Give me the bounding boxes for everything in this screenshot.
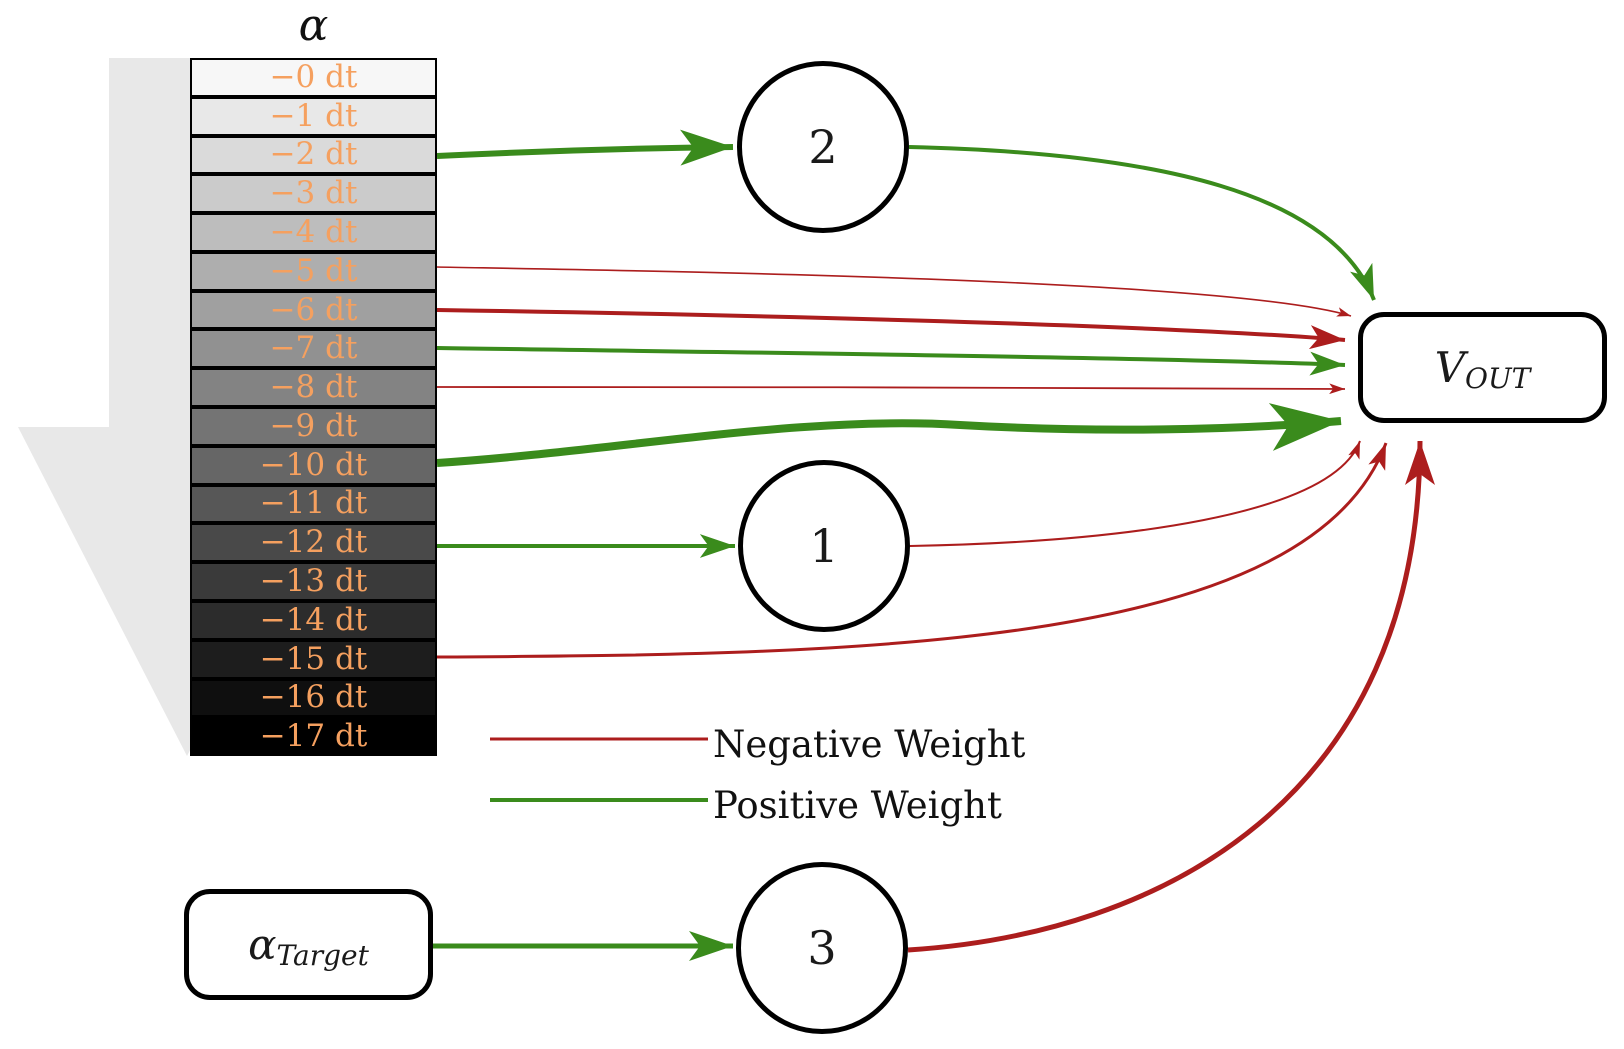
edge-−10-dt-to-V_OUT xyxy=(436,403,1342,467)
stack-row: −9 dt xyxy=(190,407,437,446)
edge-node-3-to-V_OUT xyxy=(907,440,1435,953)
edge-−7-dt-to-V_OUT xyxy=(436,346,1346,376)
stack-row: −7 dt xyxy=(190,329,437,369)
stack-row: −1 dt xyxy=(190,96,437,136)
stack-row: −3 dt xyxy=(190,174,437,214)
node-1: 1 xyxy=(738,460,910,632)
node-2: 2 xyxy=(737,61,909,233)
alpha-target-node: α Target xyxy=(184,889,433,1000)
stack-row: −6 dt xyxy=(190,290,437,330)
stack-title-alpha: α xyxy=(298,0,329,51)
edge-−2-dt-to-node-2 xyxy=(436,129,734,166)
stack-row-label: −4 dt xyxy=(269,214,358,251)
alpha-target-label-sub: Target xyxy=(276,938,369,972)
stack-row-label: −10 dt xyxy=(259,446,368,483)
edge-−6-dt-to-V_OUT xyxy=(436,308,1346,350)
stack-row-label: −11 dt xyxy=(259,485,368,522)
vout-label-sub: OUT xyxy=(1465,361,1531,395)
vout-node: V OUT xyxy=(1358,312,1607,423)
node-3: 3 xyxy=(736,862,908,1034)
delay-stack: −0 dt−1 dt−2 dt−3 dt−4 dt−5 dt−6 dt−7 dt… xyxy=(190,58,437,757)
stack-row-label: −6 dt xyxy=(269,291,358,328)
stack-row: −10 dt xyxy=(190,445,437,485)
stack-row: −12 dt xyxy=(190,523,437,563)
stack-row: −5 dt xyxy=(190,251,437,291)
edge-node-1-to-V_OUT xyxy=(909,440,1361,547)
stack-row-label: −3 dt xyxy=(269,175,358,212)
stack-row-label: −7 dt xyxy=(269,330,358,367)
stack-row-label: −2 dt xyxy=(269,136,358,173)
vout-label-main: V xyxy=(1434,342,1466,392)
edge-−5-dt-to-V_OUT xyxy=(436,266,1352,317)
edge-node-2-to-V_OUT xyxy=(908,145,1376,301)
stack-row-label: −17 dt xyxy=(259,718,368,755)
legend-positive-label: Positive Weight xyxy=(713,784,1002,827)
stack-row-label: −5 dt xyxy=(269,252,358,289)
stack-row: −14 dt xyxy=(190,600,437,640)
stack-row: −11 dt xyxy=(190,484,437,524)
node-2-label: 2 xyxy=(808,120,838,174)
stack-row-label: −1 dt xyxy=(269,97,358,134)
legend-negative-label: Negative Weight xyxy=(713,723,1026,766)
stack-row: −0 dt xyxy=(190,58,437,97)
stack-row: −17 dt xyxy=(190,717,437,757)
edge-−15-dt-to-V_OUT xyxy=(436,442,1388,659)
edge-−8-dt-to-V_OUT xyxy=(436,383,1346,395)
alpha-target-label-main: α xyxy=(248,919,277,969)
stack-row: −4 dt xyxy=(190,213,437,252)
stack-row-label: −9 dt xyxy=(269,407,358,444)
node-3-label: 3 xyxy=(807,921,837,975)
stack-row-label: −12 dt xyxy=(259,524,368,561)
stack-row-label: −13 dt xyxy=(259,563,368,600)
node-1-label: 1 xyxy=(809,519,839,573)
stack-row: −2 dt xyxy=(190,135,437,175)
stack-row: −15 dt xyxy=(190,639,437,679)
stack-row: −8 dt xyxy=(190,368,437,408)
stack-row-label: −15 dt xyxy=(259,640,368,677)
stack-row: −13 dt xyxy=(190,562,437,601)
stack-row-label: −0 dt xyxy=(269,58,358,95)
stack-row: −16 dt xyxy=(190,678,437,718)
stack-row-label: −16 dt xyxy=(259,679,368,716)
stack-row-label: −14 dt xyxy=(259,601,368,638)
stack-row-label: −8 dt xyxy=(269,369,358,406)
